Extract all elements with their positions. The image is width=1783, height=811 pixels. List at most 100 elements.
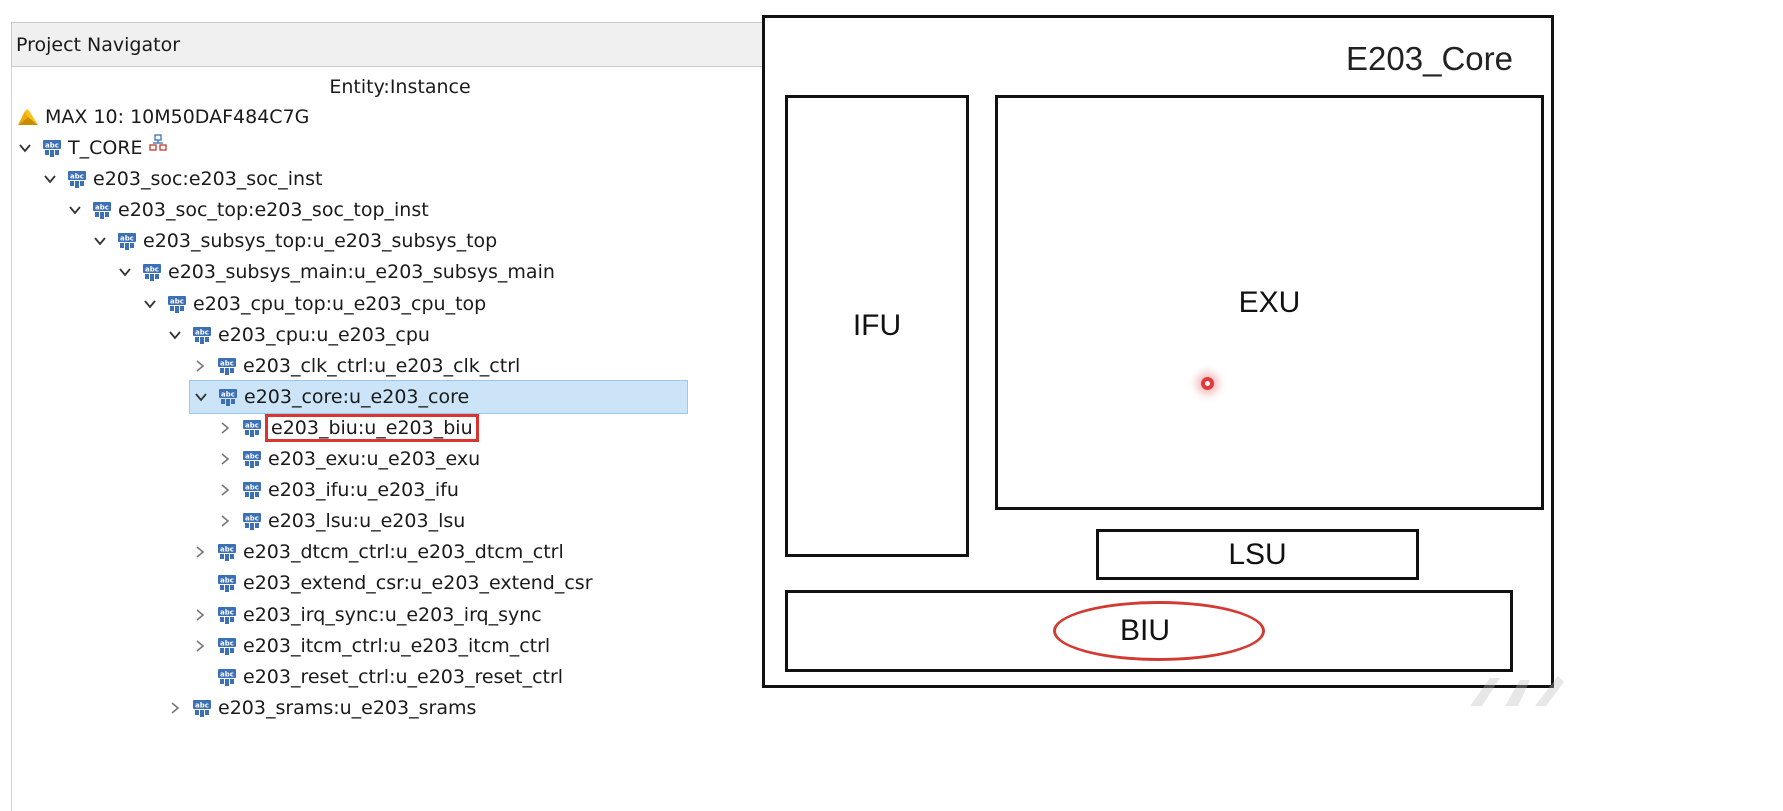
pointer-indicator (1201, 377, 1214, 390)
tree-item[interactable]: abc e203_dtcm_ctrl:u_e203_dtcm_ctrl (192, 535, 564, 569)
entity-abc-icon: abc (42, 138, 62, 158)
tree-item[interactable]: abc e203_extend_csr:u_e203_extend_csr (192, 566, 593, 600)
chevron-down-icon[interactable] (17, 140, 33, 156)
tree-item[interactable]: abc e203_lsu:u_e203_lsu (217, 504, 465, 538)
chevron-right-icon[interactable] (192, 638, 208, 654)
tree-item-label: e203_srams:u_e203_srams (218, 697, 477, 719)
entity-abc-icon: abc (217, 636, 237, 656)
biu-label: BIU (1119, 614, 1170, 647)
tree-item[interactable]: abc e203_ifu:u_e203_ifu (217, 473, 459, 507)
tree-item-label: e203_soc_top:e203_soc_top_inst (118, 199, 429, 221)
chevron-right-icon[interactable] (192, 544, 208, 560)
svg-text:abc: abc (220, 609, 234, 617)
chevron-right-icon[interactable] (217, 451, 233, 467)
tree-item[interactable]: abc e203_soc_top:e203_soc_top_inst (67, 193, 429, 227)
entity-abc-icon: abc (117, 231, 137, 251)
svg-text:abc: abc (220, 671, 234, 679)
hierarchy-icon (148, 134, 167, 152)
exu-block: EXU (995, 95, 1544, 510)
entity-abc-icon: abc (192, 325, 212, 345)
e203-core-diagram: E203_Core IFU EXU LSU BIU (762, 15, 1554, 688)
tree-item[interactable]: abc e203_soc:e203_soc_inst (42, 162, 322, 196)
watermark-logo-icon (1470, 676, 1564, 706)
device-label: MAX 10: 10M50DAF484C7G (45, 106, 310, 128)
svg-text:abc: abc (245, 453, 259, 461)
entity-abc-icon: abc (192, 698, 212, 718)
tree-item[interactable]: abc e203_srams:u_e203_srams (167, 691, 476, 725)
tree-item[interactable]: abc e203_irq_sync:u_e203_irq_sync (192, 598, 542, 632)
svg-text:abc: abc (220, 360, 234, 368)
tree-item-label: e203_lsu:u_e203_lsu (268, 510, 466, 532)
chevron-down-icon[interactable] (193, 389, 209, 405)
tree-item[interactable]: abc e203_cpu_top:u_e203_cpu_top (142, 287, 486, 321)
biu-block: BIU (785, 590, 1513, 672)
entity-abc-icon: abc (242, 511, 262, 531)
chevron-right-icon[interactable] (217, 420, 233, 436)
entity-abc-icon: abc (242, 480, 262, 500)
svg-text:abc: abc (95, 204, 109, 212)
svg-text:abc: abc (145, 266, 159, 274)
biu-highlight-ellipse (1053, 601, 1265, 661)
tree-item[interactable]: abc e203_subsys_main:u_e203_subsys_main (117, 255, 555, 289)
device-row[interactable]: MAX 10: 10M50DAF484C7G (17, 100, 309, 134)
entity-abc-icon: abc (217, 542, 237, 562)
chevron-down-icon[interactable] (92, 233, 108, 249)
tree-item[interactable]: abc e203_exu:u_e203_exu (217, 442, 480, 476)
svg-text:abc: abc (245, 484, 259, 492)
tree-item-label: e203_subsys_main:u_e203_subsys_main (168, 261, 555, 283)
tree-item-label: e203_irq_sync:u_e203_irq_sync (243, 604, 542, 626)
lsu-block: LSU (1096, 529, 1419, 580)
tree-item-label: e203_soc:e203_soc_inst (93, 168, 323, 190)
chevron-right-icon[interactable] (167, 700, 183, 716)
tree-item-label: e203_ifu:u_e203_ifu (268, 479, 459, 501)
chevron-down-icon[interactable] (142, 296, 158, 312)
svg-text:abc: abc (245, 515, 259, 523)
entity-abc-icon: abc (67, 169, 87, 189)
expander-spacer (192, 575, 208, 591)
tree-item-label: e203_extend_csr:u_e203_extend_csr (243, 572, 593, 594)
svg-text:abc: abc (195, 329, 209, 337)
ifu-label: IFU (852, 309, 902, 342)
chevron-down-icon[interactable] (117, 264, 133, 280)
chevron-right-icon[interactable] (192, 358, 208, 374)
chevron-right-icon[interactable] (217, 513, 233, 529)
entity-abc-icon: abc (242, 418, 262, 438)
exu-label: EXU (1238, 286, 1301, 319)
tree-item-label: e203_biu:u_e203_biu (265, 414, 479, 442)
svg-text:abc: abc (220, 640, 234, 648)
chevron-down-icon[interactable] (42, 171, 58, 187)
tree-item[interactable]: abc e203_cpu:u_e203_cpu (167, 318, 430, 352)
tree-item[interactable]: abc e203_core:u_e203_core (189, 380, 688, 414)
project-navigator-panel: Project Navigator Entity:Instance MAX 10… (0, 0, 788, 811)
diagram-title: E203_Core (1346, 40, 1513, 77)
tree-item-label: e203_dtcm_ctrl:u_e203_dtcm_ctrl (243, 541, 564, 563)
tree-item-label: e203_cpu_top:u_e203_cpu_top (193, 293, 487, 315)
svg-text:abc: abc (120, 235, 134, 243)
svg-text:abc: abc (195, 702, 209, 710)
entity-abc-icon: abc (142, 262, 162, 282)
tree-item-label: e203_cpu:u_e203_cpu (218, 324, 430, 346)
project-navigator-header: Project Navigator (11, 22, 788, 67)
lsu-label: LSU (1228, 537, 1287, 571)
entity-abc-icon: abc (217, 356, 237, 376)
entity-abc-icon: abc (218, 387, 238, 407)
svg-text:abc: abc (220, 546, 234, 554)
svg-text:abc: abc (45, 142, 59, 150)
chevron-down-icon[interactable] (67, 202, 83, 218)
svg-text:abc: abc (220, 577, 234, 585)
entity-instance-column-header[interactable]: Entity:Instance (329, 76, 471, 98)
tree-item-label: e203_core:u_e203_core (244, 386, 470, 408)
ifu-block: IFU (785, 95, 969, 557)
tree-item-label: e203_exu:u_e203_exu (268, 448, 481, 470)
chevron-right-icon[interactable] (192, 607, 208, 623)
svg-text:abc: abc (170, 298, 184, 306)
chevron-down-icon[interactable] (167, 327, 183, 343)
chevron-right-icon[interactable] (217, 482, 233, 498)
